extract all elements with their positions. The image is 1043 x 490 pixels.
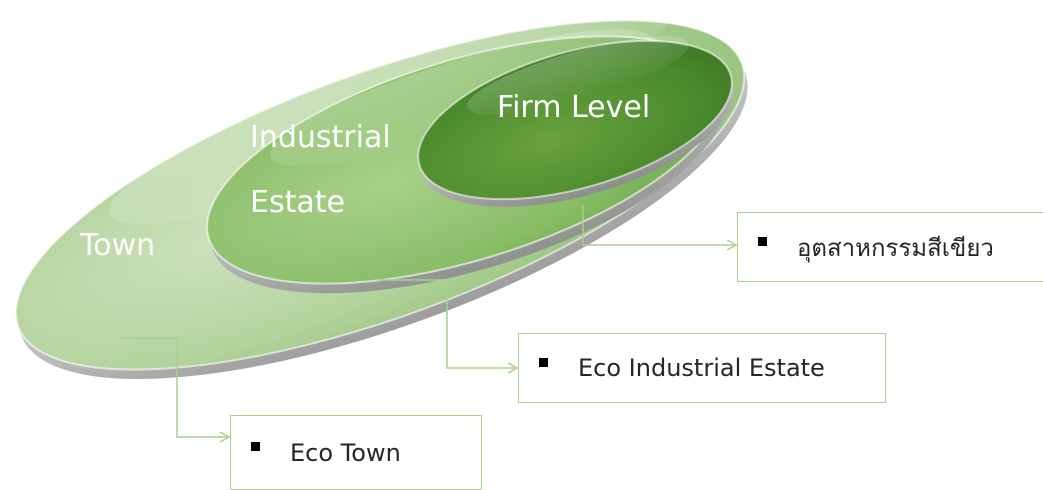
connector-firm xyxy=(582,205,738,251)
bullet-square-icon xyxy=(539,357,548,367)
callout-eco-town: Eco Town xyxy=(230,415,482,490)
callout-eco-industrial-estate-text: Eco Industrial Estate xyxy=(578,354,825,382)
firm-level-label: Firm Level xyxy=(497,90,650,125)
town-label: Town xyxy=(79,228,155,263)
firm-level-ellipse xyxy=(417,36,735,207)
industrial-estate-label-line2: Estate xyxy=(250,185,345,220)
callout-firm-level: อุตสาหกรรมสีเขียว xyxy=(737,212,1043,282)
bullet-square-icon xyxy=(251,442,260,451)
connector-town xyxy=(120,337,231,443)
connector-estate xyxy=(378,279,519,374)
callout-firm-level-text: อุตสาหกรรมสีเขียว xyxy=(797,233,994,262)
bullet-square-icon xyxy=(758,236,767,246)
callout-eco-town-text: Eco Town xyxy=(290,438,401,467)
callout-eco-industrial-estate: Eco Industrial Estate xyxy=(518,333,886,403)
industrial-estate-label-line1: Industrial xyxy=(250,120,391,155)
